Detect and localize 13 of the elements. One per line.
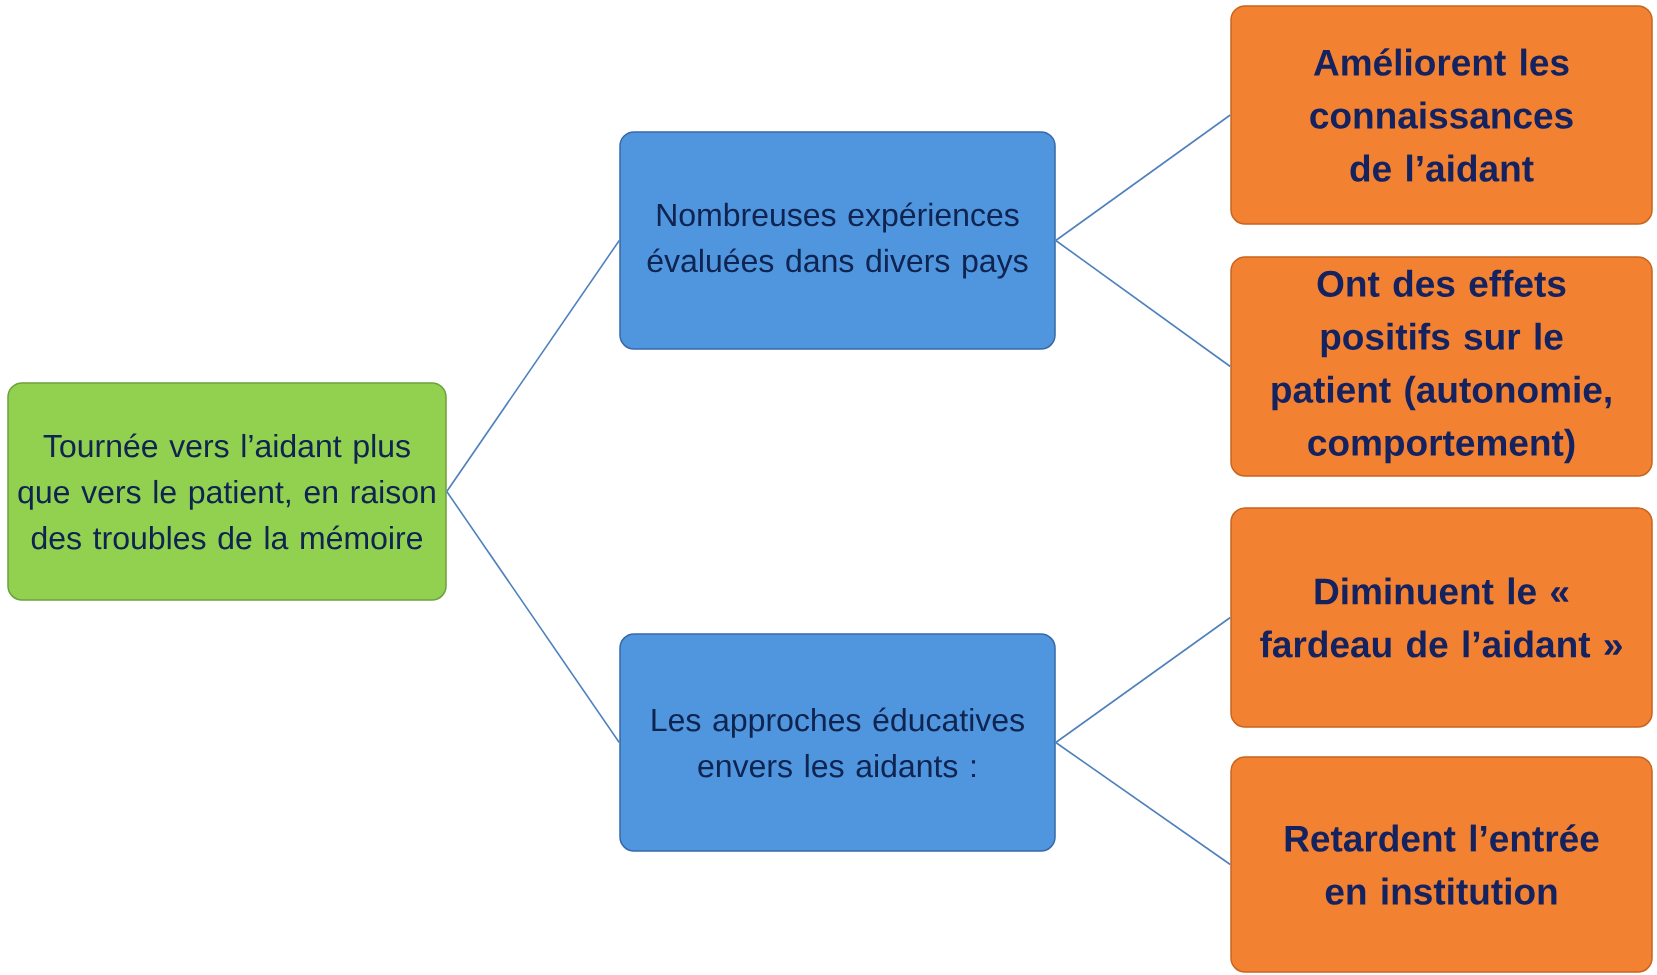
outcome-box: Retardent l’entrée en institution: [1230, 756, 1653, 973]
connector-line: [1054, 741, 1232, 866]
connector-line: [1054, 114, 1232, 242]
connector-line: [445, 239, 621, 493]
topic-box: Nombreuses expériences évaluées dans divers pays: [619, 131, 1056, 350]
connector-line: [1054, 616, 1232, 744]
topic-box: Les approches éducatives envers les aidants :: [619, 633, 1056, 852]
connector-line: [1054, 239, 1232, 368]
outcome-box: Améliorent les connaissances de l’aidant: [1230, 5, 1653, 225]
outcome-box: Ont des effets positifs sur le patient (autonomie, comportement): [1230, 256, 1653, 477]
connector-line: [445, 490, 621, 744]
topic-box: Tournée vers l’aidant plus que vers le patient, en raison des troubles de la mémoire: [7, 382, 447, 601]
outcome-box: Diminuent le « fardeau de l’aidant »: [1230, 507, 1653, 728]
